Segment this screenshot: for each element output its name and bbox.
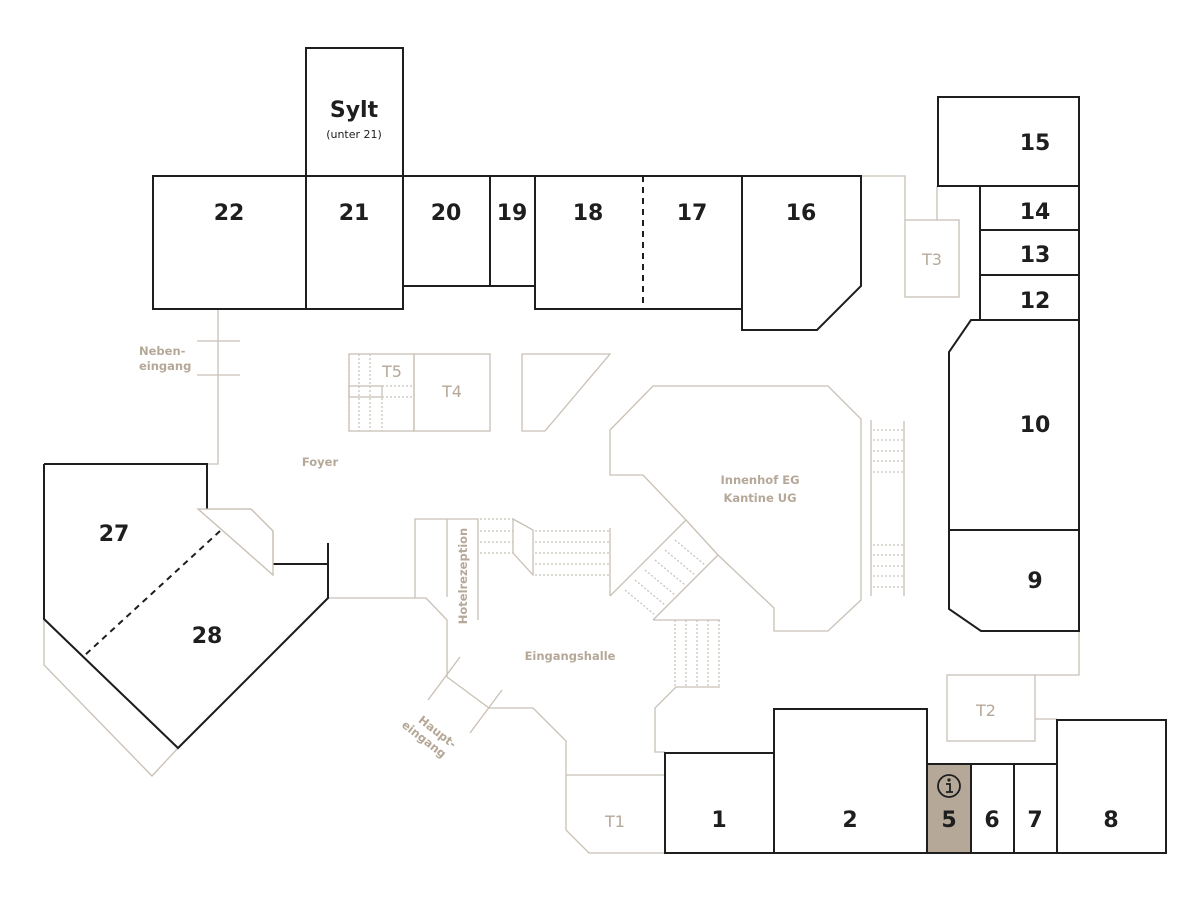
room-label: 10 (1020, 413, 1051, 438)
stairwell-t2[interactable]: T2 (946, 674, 1036, 742)
room-label: 2 (842, 808, 857, 833)
room-27-28[interactable] (43, 463, 329, 750)
room-28-label[interactable]: 28 (192, 624, 223, 649)
room-label: 5 (941, 808, 956, 833)
room-18-17[interactable] (534, 175, 743, 310)
stairwell-label: T3 (921, 250, 942, 269)
room-label: Sylt (330, 98, 379, 123)
room-13[interactable]: 13 (979, 229, 1080, 276)
haupteingang-label-group: Haupt- eingang (399, 713, 459, 761)
room-label: 9 (1027, 569, 1042, 594)
room-10[interactable]: 10 (948, 319, 1080, 531)
room-5-info[interactable]: 5 (926, 763, 972, 854)
nebeneingang-label-2: eingang (139, 359, 191, 373)
planter-shape (521, 353, 612, 432)
room-label: 19 (497, 201, 528, 226)
room-6[interactable]: 6 (970, 763, 1015, 854)
innenhof-outline (609, 385, 862, 632)
room-label: 8 (1103, 808, 1118, 833)
eingangshalle-label: Eingangshalle (525, 649, 616, 663)
room-label: 16 (786, 201, 817, 226)
room-14[interactable]: 14 (979, 185, 1080, 231)
stairs (348, 354, 905, 687)
hotelrezeption-label: Hotelrezeption (456, 528, 470, 625)
innenhof-label: Innenhof EG (720, 473, 799, 487)
room-18-label[interactable]: 18 (573, 201, 604, 226)
info-icon (937, 774, 961, 798)
room-20[interactable]: 20 (402, 175, 491, 287)
room-16[interactable]: 16 (741, 175, 862, 331)
room-label: 15 (1020, 131, 1051, 156)
corridor-walls (43, 175, 1080, 854)
kantine-label: Kantine UG (723, 491, 796, 505)
room-2[interactable]: 2 (773, 708, 928, 854)
stairwell-t4[interactable]: T4 (413, 353, 491, 432)
room-21[interactable]: 21 (305, 175, 404, 310)
nebeneingang-label: Neben- (139, 344, 186, 358)
room-label: 1 (711, 808, 726, 833)
room-19[interactable]: 19 (489, 175, 536, 287)
foyer-label: Foyer (302, 455, 339, 469)
stairwell-label: T2 (975, 701, 996, 720)
room-7[interactable]: 7 (1013, 763, 1058, 854)
room-15[interactable]: 15 (937, 96, 1080, 187)
room-label: 6 (984, 808, 999, 833)
room-8[interactable]: 8 (1056, 719, 1167, 854)
room-label: 22 (214, 201, 245, 226)
room-17-label[interactable]: 17 (677, 201, 708, 226)
stairwell-label: T5 (381, 362, 402, 381)
room-label: 21 (339, 201, 370, 226)
room-sylt[interactable]: Sylt (unter 21) (305, 47, 404, 177)
room-sublabel: (unter 21) (326, 128, 382, 141)
stairwell-label: T1 (604, 812, 625, 831)
room-label: 12 (1020, 289, 1051, 314)
stairwell-label: T4 (441, 382, 462, 401)
room-label: 20 (431, 201, 462, 226)
room-9[interactable]: 9 (948, 529, 1080, 632)
room-12[interactable]: 12 (979, 274, 1080, 321)
stairwell-t1[interactable]: T1 (604, 812, 625, 831)
room-label: 7 (1027, 808, 1042, 833)
room-22[interactable]: 22 (152, 175, 307, 310)
room-1[interactable]: 1 (664, 752, 775, 854)
room-label: 13 (1020, 243, 1051, 268)
room-27-label[interactable]: 27 (99, 522, 130, 547)
room-label: 14 (1020, 200, 1051, 225)
stairwell-t3[interactable]: T3 (904, 219, 960, 298)
